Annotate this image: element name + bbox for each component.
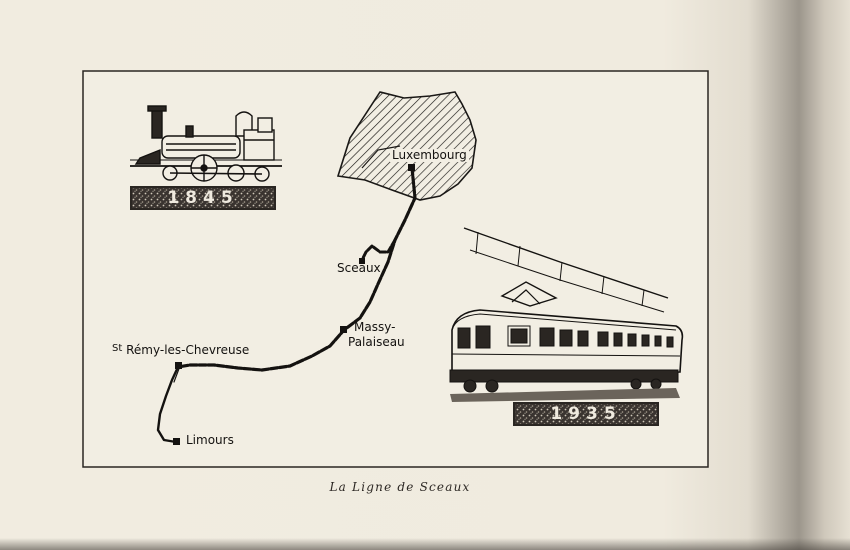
map-caption: La Ligne de Sceaux [329, 480, 471, 494]
page-shadow [0, 538, 850, 550]
steam-year-texture [132, 188, 274, 208]
steam-year-box: 1845 [130, 186, 276, 210]
steam-year: 1845 [167, 188, 239, 208]
label-massy-line2: Palaiseau [348, 335, 405, 349]
label-st-remy-rest: Rémy-les-Chevreuse [122, 343, 250, 357]
label-st-remy: St Rémy-les-Chevreuse [112, 343, 250, 357]
electric-year-texture [515, 404, 657, 424]
station-marker-luxembourg [408, 164, 415, 171]
electric-year-box: 1935 [513, 402, 659, 426]
paris-map-icon [336, 91, 477, 201]
label-st-remy-prefix: St [112, 343, 123, 354]
station-marker-st-remy [175, 362, 182, 369]
label-luxembourg: Luxembourg [390, 148, 469, 162]
label-limours: Limours [186, 433, 234, 447]
label-sceaux: Sceaux [337, 261, 381, 275]
steam-locomotive-icon [130, 105, 282, 182]
station-marker-sceaux [359, 258, 365, 264]
electric-train-icon [449, 227, 684, 402]
electric-year: 1935 [550, 404, 622, 424]
station-marker-limours [173, 438, 180, 445]
label-massy-line1: Massy- [354, 320, 396, 334]
station-marker-massy [340, 326, 347, 333]
